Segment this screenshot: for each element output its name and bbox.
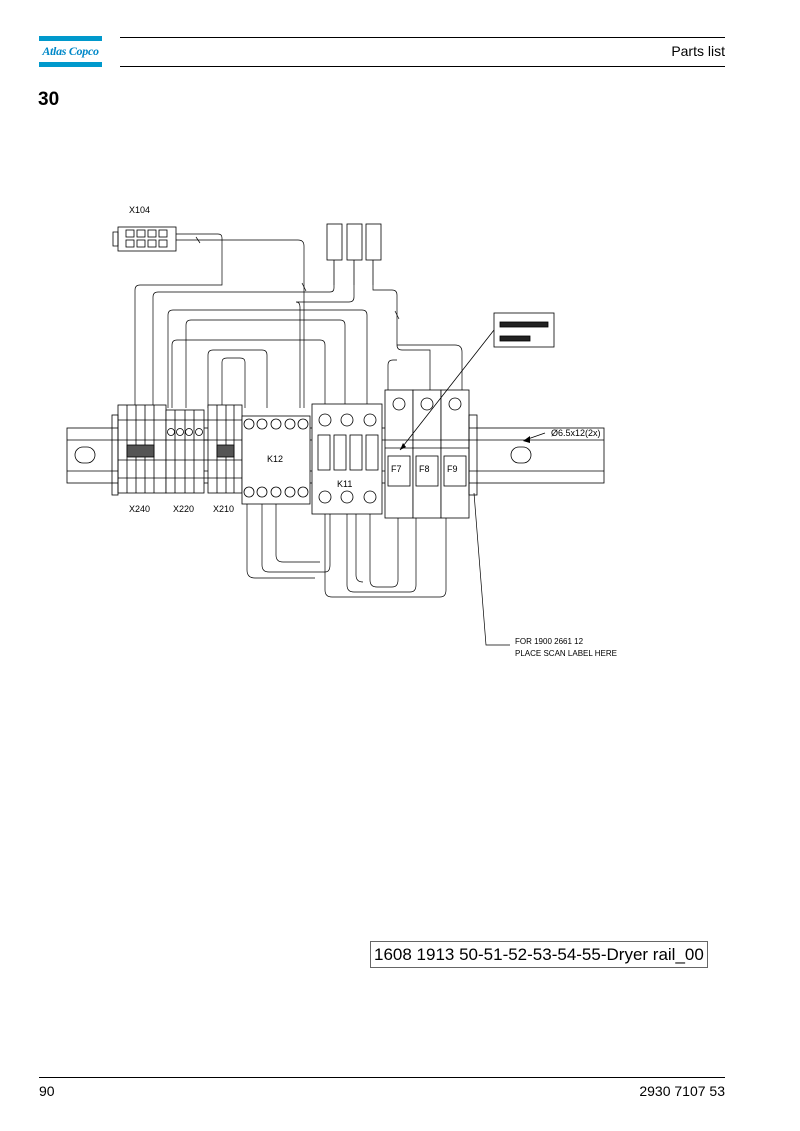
circuit-breakers: [111, 389, 478, 519]
document-number: 2930 7107 53: [639, 1083, 725, 1099]
diagram-caption: 1608 1913 50-51-52-53-54-55-Dryer rail_0…: [370, 941, 708, 968]
atlas-copco-logo: Atlas Copco: [39, 36, 102, 68]
top-plug-connectors: [326, 223, 382, 285]
x104-connector: [112, 226, 200, 252]
label-f8: F8: [419, 464, 430, 474]
logo-bar-bottom: [39, 62, 102, 67]
scan-label: [399, 312, 555, 451]
page-number: 90: [39, 1083, 55, 1099]
section-number: 30: [38, 89, 60, 110]
header-rule-bottom: [120, 66, 725, 67]
label-x104: X104: [129, 205, 150, 215]
k11-contactor: [311, 403, 383, 515]
label-scan-line2: PLACE SCAN LABEL HERE: [515, 649, 617, 658]
label-scan-line1: FOR 1900 2661 12: [515, 637, 584, 646]
label-k12: K12: [267, 454, 283, 464]
label-x220: X220: [173, 504, 194, 514]
header-rule-top: [120, 37, 725, 38]
arrowheads: [400, 436, 530, 450]
wiring-top: [134, 233, 463, 408]
label-k11: K11: [337, 479, 352, 489]
label-hole-size: Ø6.5x12(2x): [551, 428, 601, 438]
footer-rule: [39, 1077, 725, 1078]
logo-bar-top: [39, 36, 102, 41]
header-title: Parts list: [671, 43, 725, 59]
label-f9: F9: [447, 464, 458, 474]
terminal-blocks: [117, 404, 243, 494]
label-f7: F7: [391, 464, 402, 474]
wiring-bottom: [246, 492, 510, 646]
label-x210: X210: [213, 504, 234, 514]
label-x240: X240: [129, 504, 150, 514]
logo-wordmark: Atlas Copco: [42, 44, 99, 58]
